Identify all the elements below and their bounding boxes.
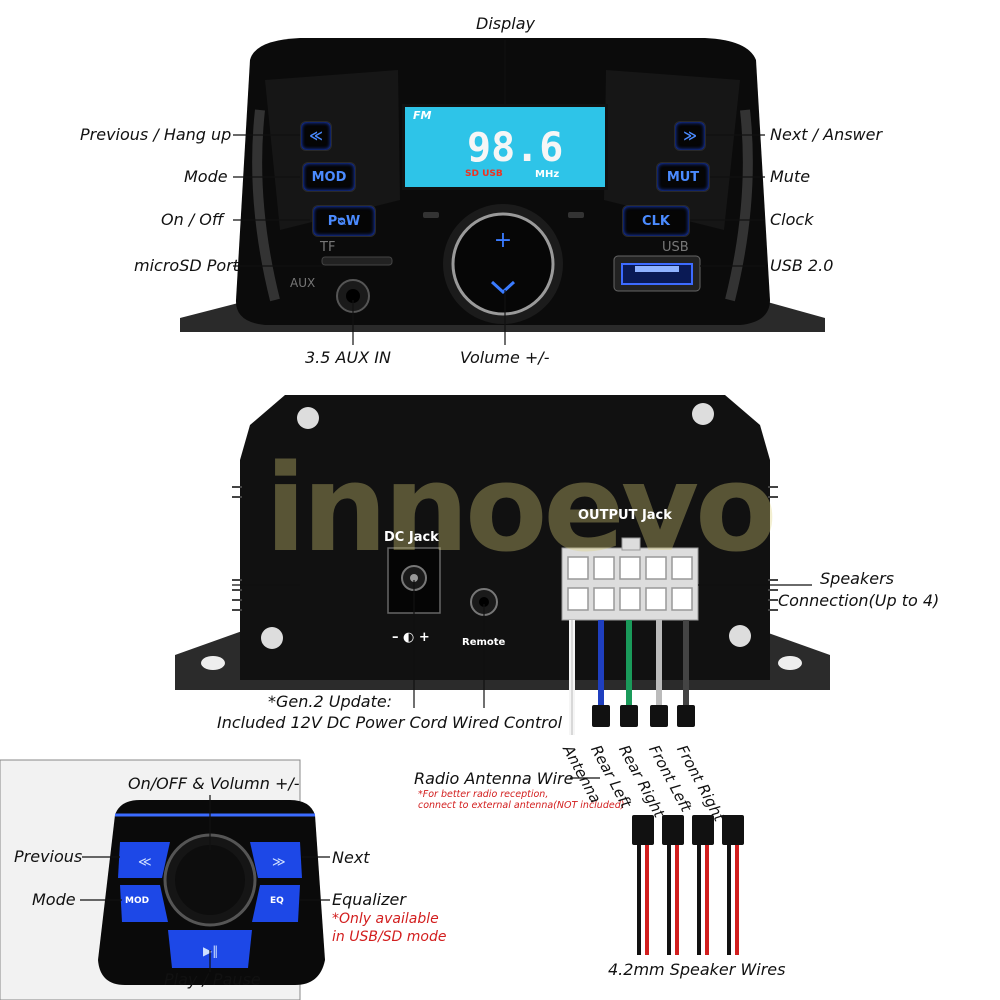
usb-text: USB (662, 240, 689, 255)
next-answer-label: Next / Answer (770, 125, 883, 144)
eq-note-line2: in USB/SD mode (332, 929, 447, 945)
remote-previous-label: Previous (14, 847, 83, 866)
remote-text: Remote (462, 637, 506, 648)
speakers-label-line1: Speakers (820, 569, 894, 588)
antenna-note-line1: *For better radio reception, (418, 789, 549, 800)
mute-button[interactable]: MUT (656, 162, 710, 192)
power-button[interactable]: PᴓW (312, 205, 376, 237)
speaker-wires (632, 815, 744, 955)
usb-label: USB 2.0 (770, 256, 834, 275)
previous-hang-up-label: Previous / Hang up (80, 125, 232, 144)
display-label: Display (476, 14, 535, 33)
clock-button[interactable]: CLK (622, 205, 690, 237)
remote-next-label: Next (332, 848, 370, 867)
radio-antenna-label: Radio Antenna Wire (414, 769, 574, 788)
gen2-label-line1: *Gen.2 Update: (268, 692, 393, 711)
previous-button[interactable]: ≪ (300, 121, 332, 151)
remote-mod-button[interactable]: MOD (125, 896, 150, 906)
output-jack-text: OUTPUT Jack (578, 508, 672, 523)
lcd-display: FM 98.6 SD USB MHz (402, 104, 608, 190)
dc-jack-text: DC Jack (384, 530, 439, 545)
lcd-sources: SD USB (465, 169, 503, 179)
lcd-frequency: 98.6 (467, 125, 564, 171)
rewind-icon: ≪ (309, 128, 323, 144)
mode-label: Mode (184, 167, 228, 186)
mod-button[interactable]: MOD (302, 162, 356, 192)
next-button[interactable]: ≫ (674, 121, 706, 151)
svg-text:+: + (494, 228, 512, 253)
speakers-label-line2: Connection(Up to 4) (778, 591, 940, 610)
on-off-volume-label: On/OFF & Volumn +/- (128, 774, 300, 793)
lcd-unit: MHz (535, 169, 560, 180)
microsd-port-label: microSD Port (134, 256, 240, 275)
equalizer-label: Equalizer (332, 890, 406, 909)
svg-text:▶‖: ▶‖ (203, 944, 218, 958)
antenna-note-line2: connect to external antenna(NOT included… (418, 800, 625, 811)
eq-note-line1: *Only available (332, 911, 439, 927)
wired-control-label: Wired Control (452, 713, 563, 732)
aux-in-label: 3.5 AUX IN (305, 348, 391, 367)
clock-label: Clock (770, 210, 814, 229)
polarity-icon: – ◐ + (392, 630, 430, 645)
aux-text: AUX (290, 276, 316, 290)
leader-lines (80, 40, 812, 972)
speaker-wires-label: 4.2mm Speaker Wires (608, 960, 786, 979)
svg-text:≫: ≫ (272, 855, 286, 870)
play-pause-label: Play / Pause (164, 970, 261, 989)
remote-mode-label: Mode (32, 890, 76, 909)
lcd-band: FM (413, 109, 432, 122)
gen2-label-line2: Included 12V DC Power Cord (217, 713, 448, 732)
on-off-label: On / Off (161, 210, 224, 229)
brand-watermark: innoevo (265, 440, 777, 579)
remote-unit: ≪ ≫ ▶‖ (98, 800, 325, 985)
tf-text: TF (320, 240, 336, 255)
mute-label: Mute (770, 167, 811, 186)
svg-text:≪: ≪ (138, 855, 152, 870)
remote-eq-button[interactable]: EQ (270, 896, 284, 906)
volume-label: Volume +/- (460, 348, 550, 367)
fast-forward-icon: ≫ (683, 128, 697, 144)
